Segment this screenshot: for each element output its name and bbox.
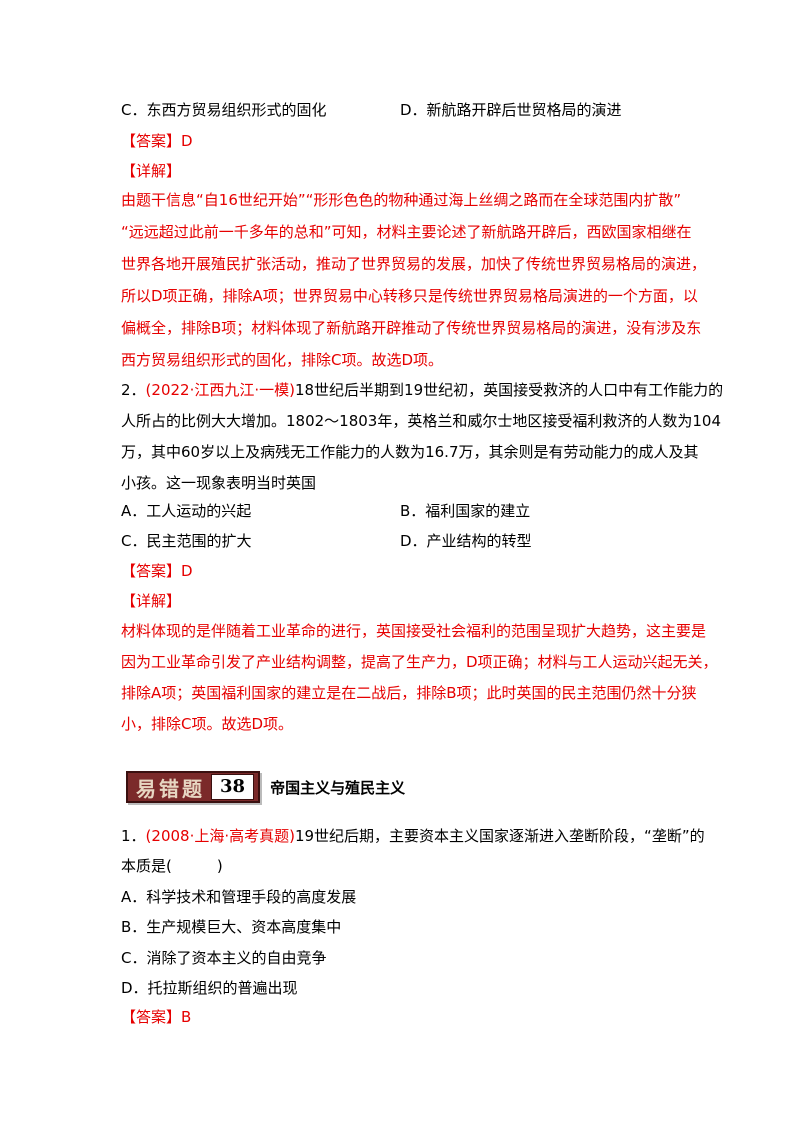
detail-line: 小，排除C项。故选D项。 xyxy=(121,715,294,733)
banner-word: 易错题 xyxy=(136,776,205,801)
option-d: D．托拉斯组织的普遍出现 xyxy=(121,979,298,997)
answer-label: 【答案】 xyxy=(121,132,182,150)
section-banner: 易错题 38 帝国主义与殖民主义 xyxy=(126,770,405,804)
question-text: 人所占的比例大大增加。1802～1803年，英格兰和威尔士地区接受福利救济的人数… xyxy=(121,412,721,430)
question-stem: 1．(2008·上海·高考真题)19世纪后期，主要资本主义国家逐渐进入垄断阶段，… xyxy=(121,826,705,846)
question-text: 本质是( ) xyxy=(121,857,223,875)
answer-label: 【答案】 xyxy=(121,1008,182,1026)
question-number: 1． xyxy=(121,827,146,845)
question-text: 19世纪后期，主要资本主义国家逐渐进入垄断阶段，“垄断”的 xyxy=(294,827,705,845)
question-text: 小孩。这一现象表明当时英国 xyxy=(121,474,317,492)
answer-value: B xyxy=(181,1008,192,1026)
detail-line: “远远超过此前一千多年的总和”可知，材料主要论述了新航路开辟后，西欧国家相继在 xyxy=(121,223,692,241)
question-text: 18世纪后半期到19世纪初，英国接受救济的人口中有工作能力的 xyxy=(294,381,724,399)
answer-value: D xyxy=(181,132,193,150)
option-d: D．产业结构的转型 xyxy=(400,532,532,550)
option-a: A．工人运动的兴起 xyxy=(121,502,252,520)
answer-line: 【答案】D xyxy=(121,561,193,581)
detail-line: 材料体现的是伴随着工业革命的进行，英国接受社会福利的范围呈现扩大趋势，这主要是 xyxy=(121,622,707,640)
option-b: B．生产规模巨大、资本高度集中 xyxy=(121,918,342,936)
option-c: C．东西方贸易组织形式的固化 xyxy=(121,101,327,119)
question-text: 万，其中60岁以上及病残无工作能力的人数为16.7万，其余则是有劳动能力的成人及… xyxy=(121,443,699,461)
banner-number: 38 xyxy=(211,774,255,800)
question-source: (2008·上海·高考真题) xyxy=(145,827,295,845)
option-c: C．消除了资本主义的自由竞争 xyxy=(121,949,327,967)
detail-line: 因为工业革命引发了产业结构调整，提高了生产力，D项正确；材料与工人运动兴起无关， xyxy=(121,653,718,671)
detail-label: 【详解】 xyxy=(121,162,182,180)
option-a: A．科学技术和管理手段的高度发展 xyxy=(121,888,357,906)
option-c: C．民主范围的扩大 xyxy=(121,532,252,550)
answer-line: 【答案】B xyxy=(121,1007,191,1027)
question-source: (2022·江西九江·一模) xyxy=(145,381,295,399)
banner-box: 易错题 38 xyxy=(126,771,261,803)
detail-line: 偏概全，排除B项；材料体现了新航路开辟推动了传统世界贸易格局的演进，没有涉及东 xyxy=(121,319,702,337)
question-stem: 2．(2022·江西九江·一模)18世纪后半期到19世纪初，英国接受救济的人口中… xyxy=(121,380,723,400)
answer-label: 【答案】 xyxy=(121,562,182,580)
detail-line: 排除A项；英国福利国家的建立是在二战后，排除B项；此时英国的民主范围仍然十分狭 xyxy=(121,684,697,702)
option-d: D．新航路开辟后世贸格局的演进 xyxy=(400,101,622,119)
answer-line: 【答案】D xyxy=(121,131,193,151)
detail-label: 【详解】 xyxy=(121,592,182,610)
question-number: 2． xyxy=(121,381,146,399)
section-title: 帝国主义与殖民主义 xyxy=(270,778,406,797)
option-b: B．福利国家的建立 xyxy=(400,502,531,520)
detail-line: 世界各地开展殖民扩张活动，推动了世界贸易的发展，加快了传统世界贸易格局的演进， xyxy=(121,255,707,273)
answer-value: D xyxy=(181,562,193,580)
detail-line: 由题干信息“自16世纪开始”“形形色色的物种通过海上丝绸之路而在全球范围内扩散” xyxy=(121,191,682,209)
detail-line: 西方贸易组织形式的固化，排除C项。故选D项。 xyxy=(121,351,444,369)
detail-line: 所以D项正确，排除A项；世界贸易中心转移只是传统世界贸易格局演进的一个方面，以 xyxy=(121,287,698,305)
